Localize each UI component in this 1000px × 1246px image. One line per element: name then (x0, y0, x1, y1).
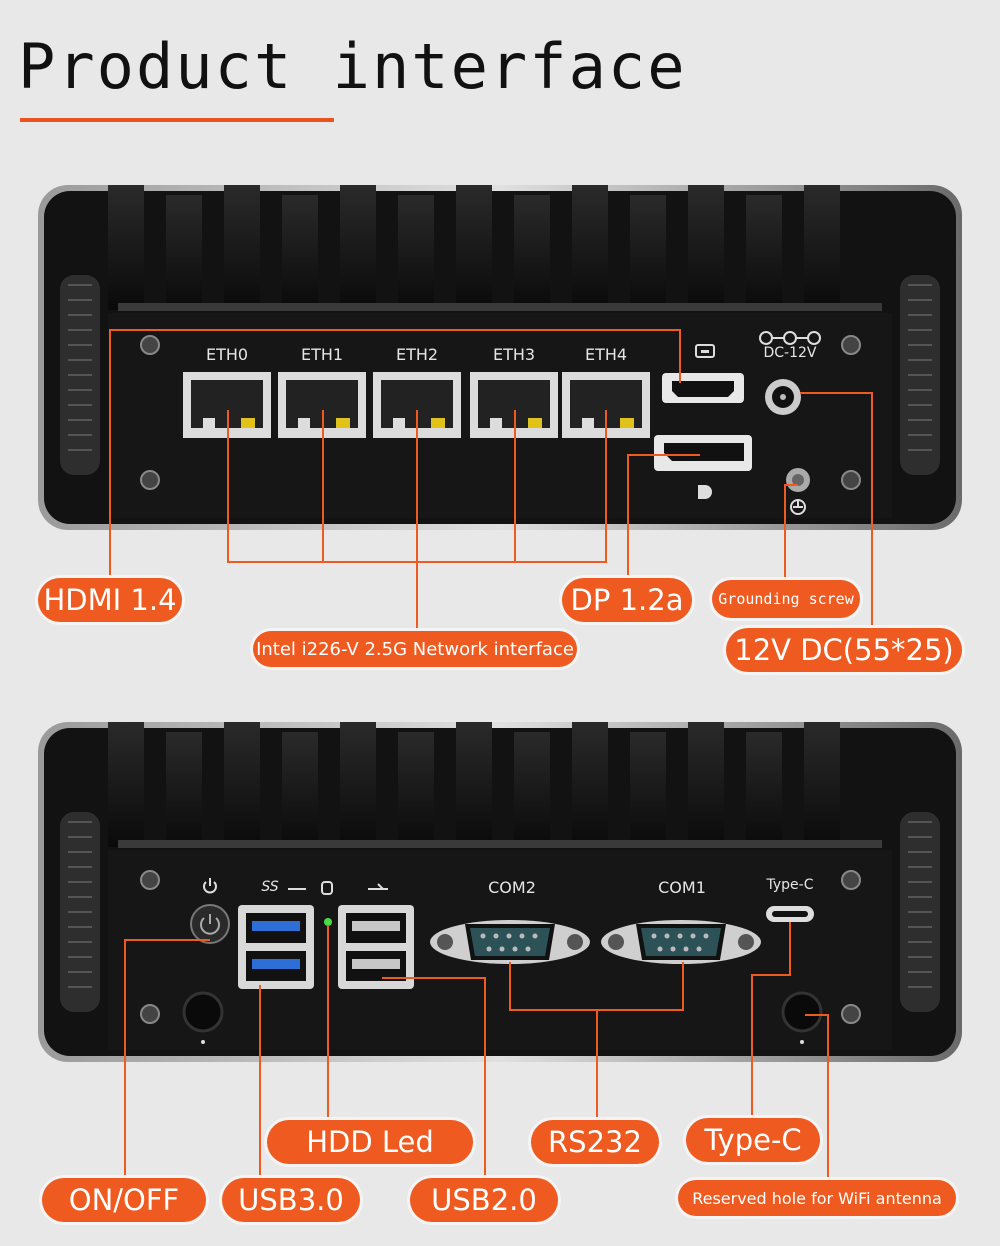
typec-port (766, 906, 814, 922)
hdd-icon (321, 881, 333, 895)
eth0-label: ETH0 (205, 345, 249, 364)
callout-grounding: Grounding screw (712, 580, 860, 618)
device-top: ETH0 ETH1 ETH2 ETH3 ETH4 DC-12V (38, 185, 962, 530)
eth4-label: ETH4 (584, 345, 628, 364)
callout-usb2: USB2.0 (410, 1178, 558, 1222)
callout-usb3: USB3.0 (222, 1178, 360, 1222)
device-bottom: SS COM2 COM1 Type-C (38, 722, 962, 1062)
power-button (190, 904, 230, 944)
ground-icon (790, 499, 806, 515)
usb2-ports (338, 905, 414, 989)
callout-wifi-antenna: Reserved hole for WiFi antenna (678, 1180, 956, 1216)
title-underline (20, 118, 334, 122)
dc-jack (765, 379, 801, 415)
com2-label: COM2 (488, 878, 536, 897)
callout-network: Intel i226-V 2.5G Network interface (253, 631, 577, 667)
power-icon (203, 878, 217, 894)
hdmi-icon (695, 344, 715, 358)
com1-port (601, 920, 761, 964)
eth2-label: ETH2 (395, 345, 439, 364)
hdd-led (324, 918, 332, 926)
com1-label: COM1 (658, 878, 706, 897)
wifi-icon (201, 1040, 804, 1044)
callout-typec: Type-C (686, 1118, 820, 1162)
dc-polarity-icon (759, 331, 821, 345)
eth3-label: ETH3 (492, 345, 536, 364)
com2-port (430, 920, 590, 964)
wifi-hole-left (182, 991, 224, 1033)
typec-label: Type-C (766, 877, 814, 893)
displayport-icon (698, 485, 712, 499)
callout-rs232: RS232 (531, 1120, 659, 1164)
eth1-label: ETH1 (300, 345, 344, 364)
page-title: Product interface (18, 30, 687, 103)
wifi-hole-right (781, 991, 823, 1033)
callout-hdmi: HDMI 1.4 (38, 578, 182, 622)
dp-port (654, 435, 752, 471)
usb3-ss-mark: SS (261, 879, 279, 895)
callout-hdd-led: HDD Led (267, 1120, 473, 1164)
callout-onoff: ON/OFF (42, 1178, 206, 1222)
callout-dp: DP 1.2a (562, 578, 692, 622)
rj45-ports (183, 372, 650, 438)
usb3-ports (238, 905, 314, 989)
usb-icon (368, 883, 388, 890)
callout-dc: 12V DC(55*25) (726, 628, 962, 672)
dc-label: DC-12V (763, 345, 817, 361)
hdmi-port (662, 373, 744, 403)
